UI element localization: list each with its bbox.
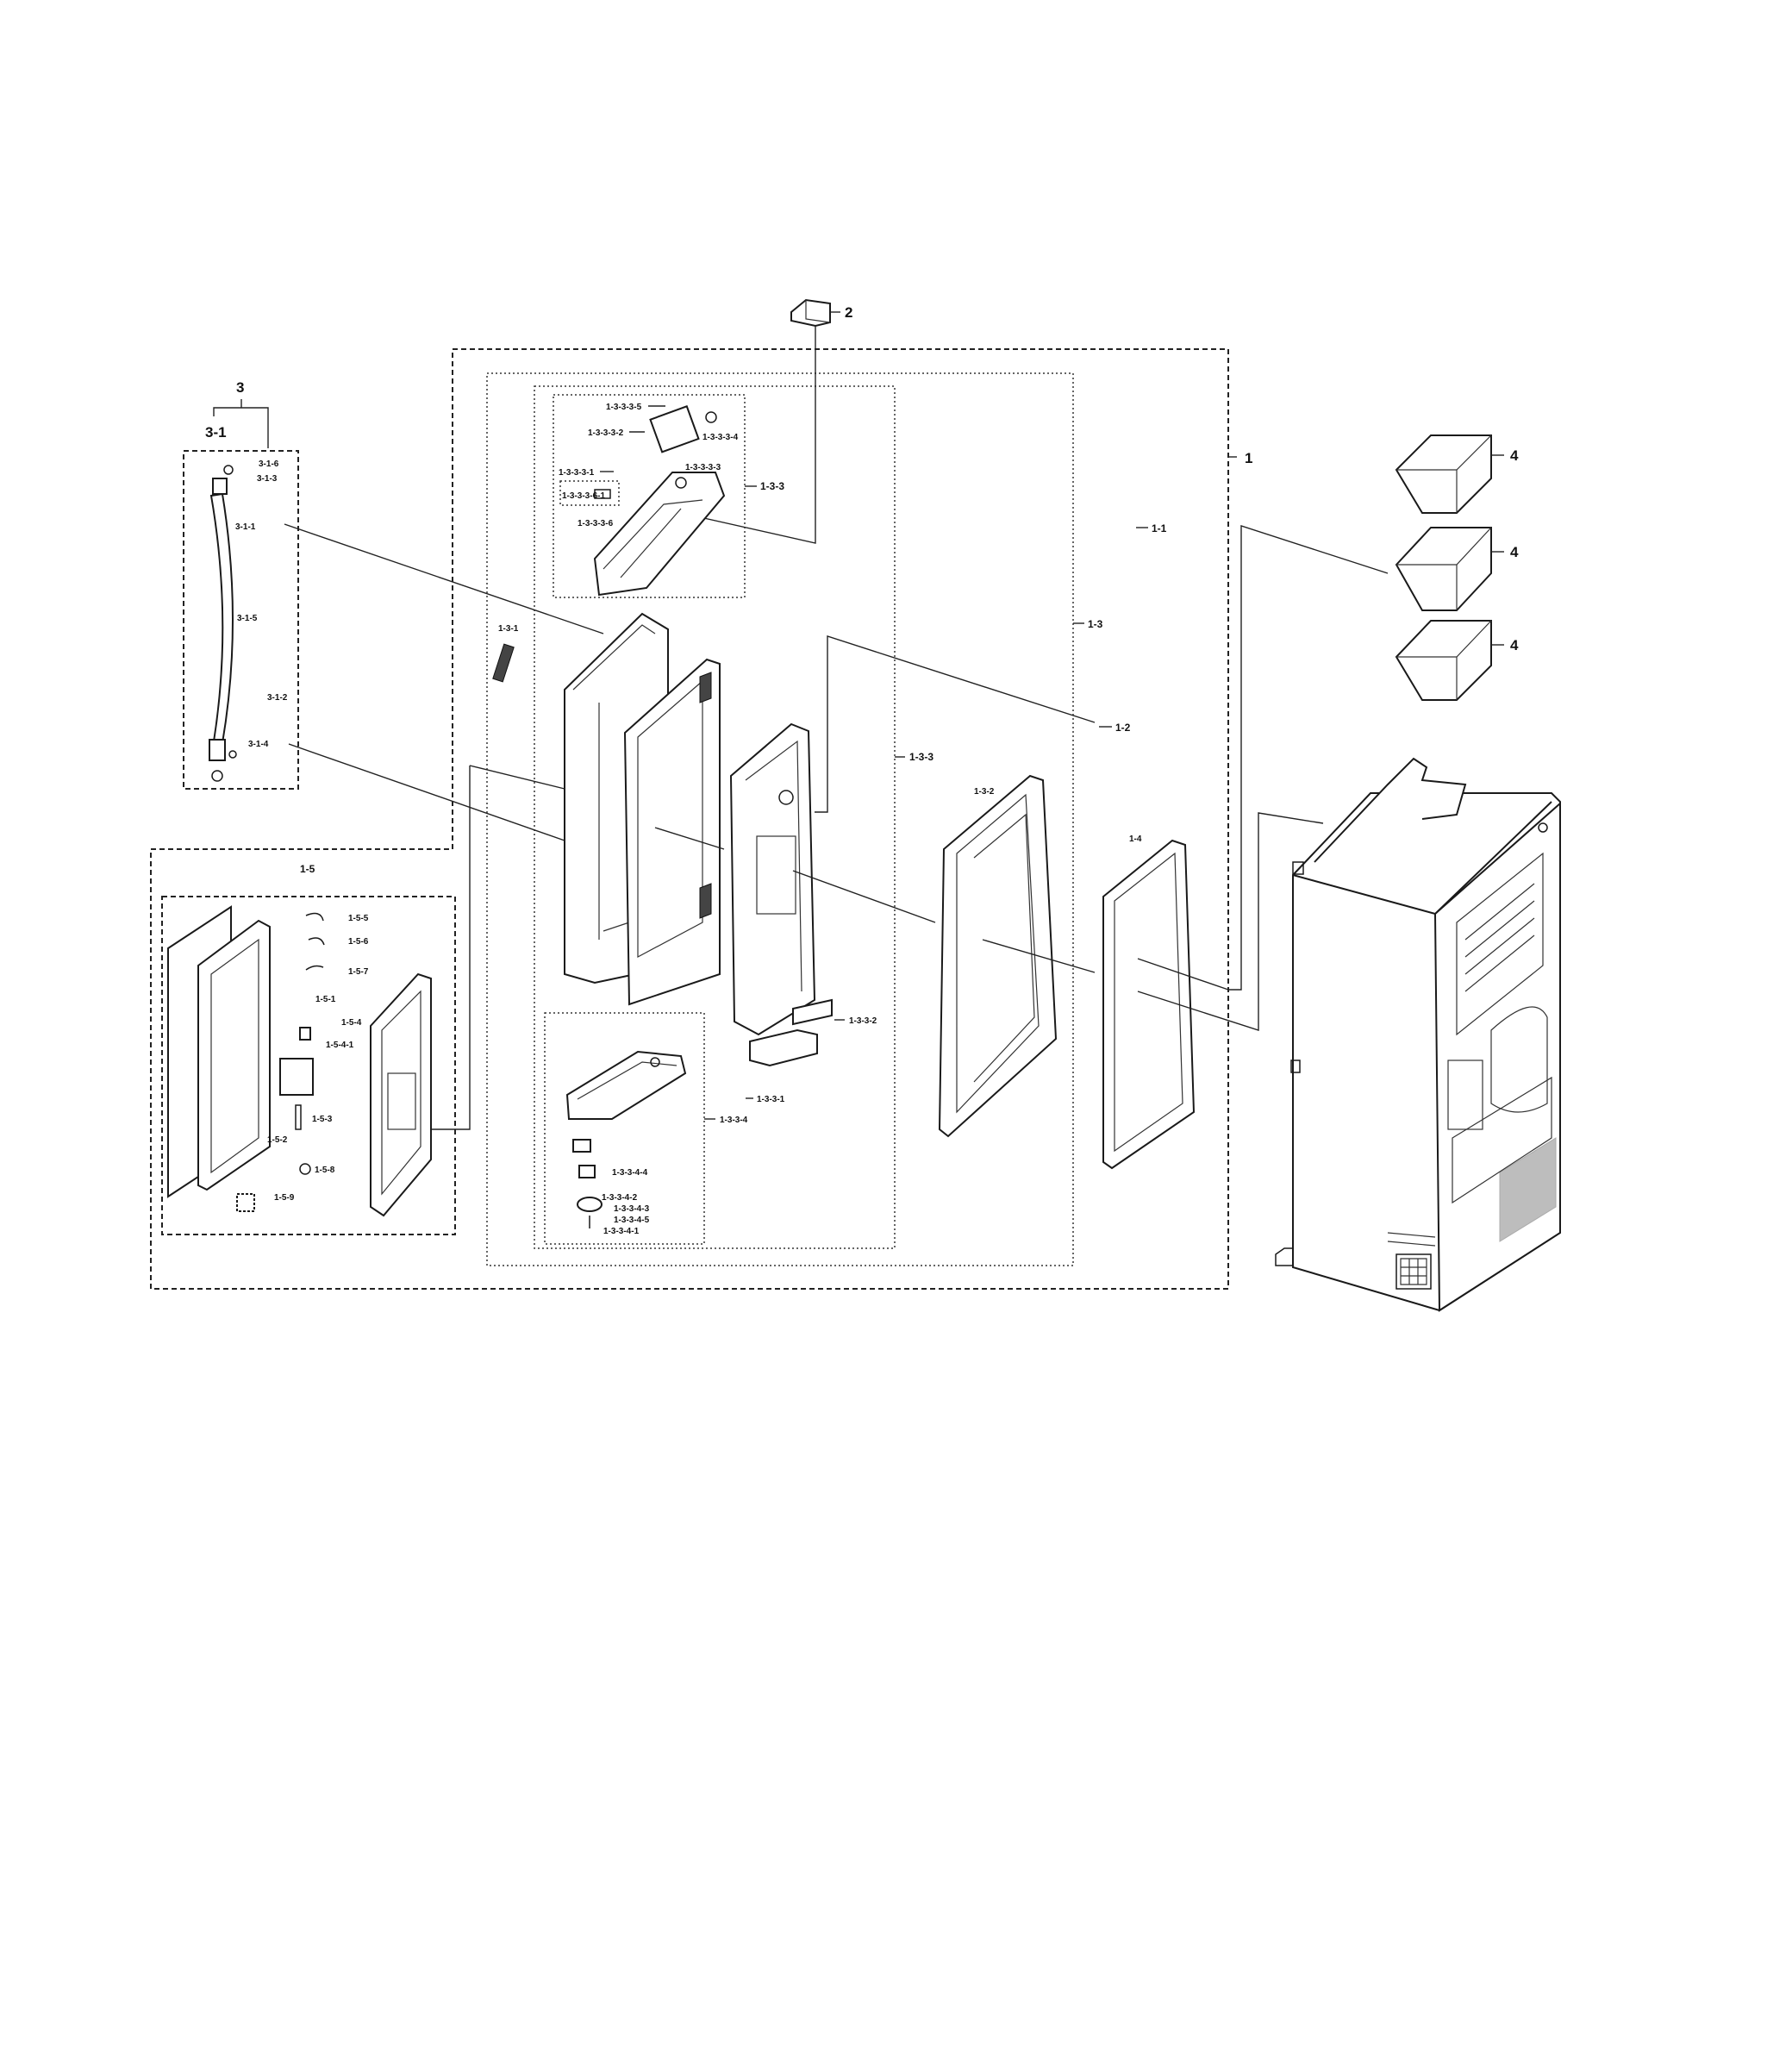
label-3: 3 bbox=[236, 379, 244, 396]
label-1-5-7: 1-5-7 bbox=[348, 967, 369, 977]
part-1-5-cover-plate bbox=[370, 972, 432, 1217]
assembly-1-5-boundary bbox=[161, 896, 456, 1235]
label-1-5: 1-5 bbox=[300, 863, 315, 875]
label-1-3-3-3-6: 1-3-3-3-6 bbox=[578, 519, 614, 528]
assembly-1-3-3-3-boundary bbox=[553, 394, 746, 598]
label-1-3-3-2: 1-3-3-2 bbox=[849, 1016, 877, 1026]
label-3-1-1: 3-1-1 bbox=[235, 522, 256, 532]
label-3-1-5: 3-1-5 bbox=[237, 614, 258, 623]
label-1-3-3-inner: 1-3-3 bbox=[760, 480, 784, 492]
assembly-1-3-3-4-boundary bbox=[544, 1012, 705, 1245]
assembly-3-1-boundary bbox=[183, 450, 299, 790]
label-1-2: 1-2 bbox=[1115, 722, 1131, 734]
label-1-3-3-4-3: 1-3-3-4-3 bbox=[614, 1204, 650, 1214]
label-4-c: 4 bbox=[1510, 637, 1519, 653]
label-1-3-3-3-2: 1-3-3-3-2 bbox=[588, 428, 624, 438]
label-1-3-3-4-1: 1-3-3-4-1 bbox=[603, 1227, 640, 1236]
label-1-3-3-3-1: 1-3-3-3-1 bbox=[559, 468, 595, 478]
label-3-1-3: 3-1-3 bbox=[257, 474, 278, 484]
label-3-1-2: 3-1-2 bbox=[267, 693, 288, 703]
label-1-3-3-1: 1-3-3-1 bbox=[757, 1095, 785, 1104]
part-3-1-handle bbox=[209, 465, 237, 782]
part-inner-door-liner bbox=[729, 722, 816, 1036]
label-1-5-4: 1-5-4 bbox=[341, 1018, 362, 1028]
label-1-3-3-3-6-1: 1-3-3-3-6-1 bbox=[562, 491, 605, 501]
part-1-3-3-4-housing bbox=[565, 1050, 687, 1228]
assembly-1-3-3-boundary bbox=[534, 385, 896, 1249]
label-1-3-3-4-4: 1-3-3-4-4 bbox=[612, 1168, 648, 1178]
part-1-5-dispenser-panel bbox=[167, 905, 314, 1212]
label-1-3-1: 1-3-1 bbox=[498, 624, 519, 634]
label-1-3-2: 1-3-2 bbox=[974, 787, 995, 797]
label-1-3-3-3-5: 1-3-3-3-5 bbox=[606, 403, 642, 412]
assembly-1-3-3-3-6-boundary bbox=[559, 480, 620, 506]
label-1-3-3-outer: 1-3-3 bbox=[909, 751, 933, 763]
part-4-door-bin-3 bbox=[1395, 620, 1492, 701]
label-3-1-6: 3-1-6 bbox=[259, 459, 279, 469]
label-3-1: 3-1 bbox=[205, 424, 227, 441]
part-2-cover: 2 bbox=[790, 298, 852, 328]
label-1: 1 bbox=[1245, 450, 1252, 466]
label-3-1-4: 3-1-4 bbox=[248, 740, 269, 749]
label-1-3-3-3-4: 1-3-3-3-4 bbox=[702, 433, 739, 442]
label-1-3-3-3-3: 1-3-3-3-3 bbox=[685, 463, 721, 472]
part-4-door-bin-2 bbox=[1395, 527, 1492, 611]
label-1-5-3: 1-5-3 bbox=[312, 1115, 333, 1124]
label-1-1: 1-1 bbox=[1152, 522, 1167, 534]
label-1-5-2: 1-5-2 bbox=[267, 1135, 288, 1145]
part-1-3-1-badge bbox=[492, 643, 515, 683]
label-1-5-9: 1-5-9 bbox=[274, 1193, 295, 1203]
label-1-3-3-4-2: 1-3-3-4-2 bbox=[602, 1193, 638, 1203]
label-1-3-3-4-5: 1-3-3-4-5 bbox=[614, 1216, 650, 1225]
part-1-3-3-2-module bbox=[749, 998, 833, 1067]
label-4-a: 4 bbox=[1510, 447, 1519, 464]
label-1-5-4-1: 1-5-4-1 bbox=[326, 1041, 354, 1050]
label-4-b: 4 bbox=[1510, 544, 1519, 560]
assembly-1-3-boundary bbox=[486, 372, 1074, 1266]
label-1-5-8: 1-5-8 bbox=[315, 1166, 335, 1175]
label-1-5-1: 1-5-1 bbox=[315, 995, 336, 1004]
part-1-4-gasket bbox=[1102, 839, 1196, 1170]
part-4-door-bin-1 bbox=[1395, 434, 1492, 514]
assembly-1-boundary bbox=[150, 348, 1229, 1290]
label-1-4: 1-4 bbox=[1129, 834, 1142, 844]
label-1-5-6: 1-5-6 bbox=[348, 937, 369, 947]
label-2: 2 bbox=[845, 304, 852, 321]
part-1-3-2-door-liner bbox=[938, 774, 1058, 1138]
label-1-5-5: 1-5-5 bbox=[348, 914, 369, 923]
part-1-3-3-3-housing bbox=[593, 405, 726, 597]
part-door-frame bbox=[623, 658, 721, 1006]
label-1-3-3-4: 1-3-3-4 bbox=[720, 1116, 748, 1125]
label-1-3: 1-3 bbox=[1088, 618, 1103, 630]
part-refrigerator-cabinet bbox=[1275, 757, 1561, 1312]
